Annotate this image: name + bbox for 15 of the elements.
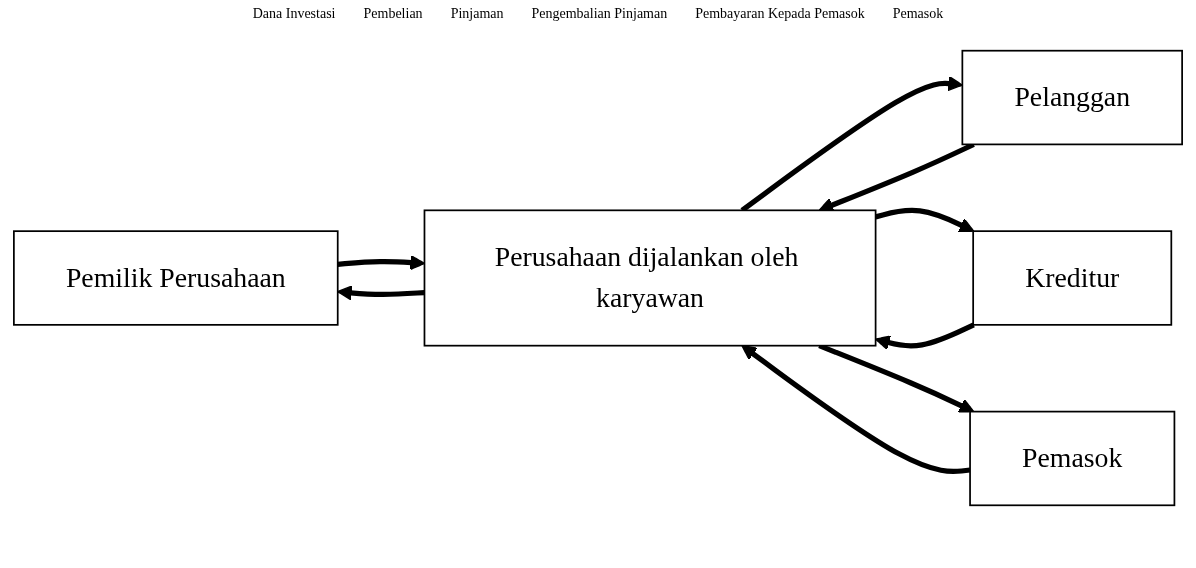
flow-label: Pinjaman — [450, 6, 504, 22]
node-box: Pelanggan — [961, 49, 1183, 146]
node-box: Perusahaan dijalankan oleh karyawan — [423, 209, 877, 347]
node-box: Pemilik Perusahaan — [13, 230, 339, 326]
arrow — [874, 207, 975, 233]
arrow — [874, 322, 975, 351]
node-box: Kreditur — [972, 230, 1173, 326]
node-box: Pemasok — [969, 410, 1176, 507]
flow-label: Pemasok — [892, 6, 944, 22]
flow-label: Pengembalian Pinjaman — [531, 6, 668, 22]
flow-label: Pembayaran Kepada Pemasok — [695, 6, 865, 22]
arrow — [337, 285, 425, 301]
flow-label: Dana Investasi — [252, 6, 336, 22]
flow-label: Pembelian — [363, 6, 423, 22]
arrow — [741, 345, 971, 475]
